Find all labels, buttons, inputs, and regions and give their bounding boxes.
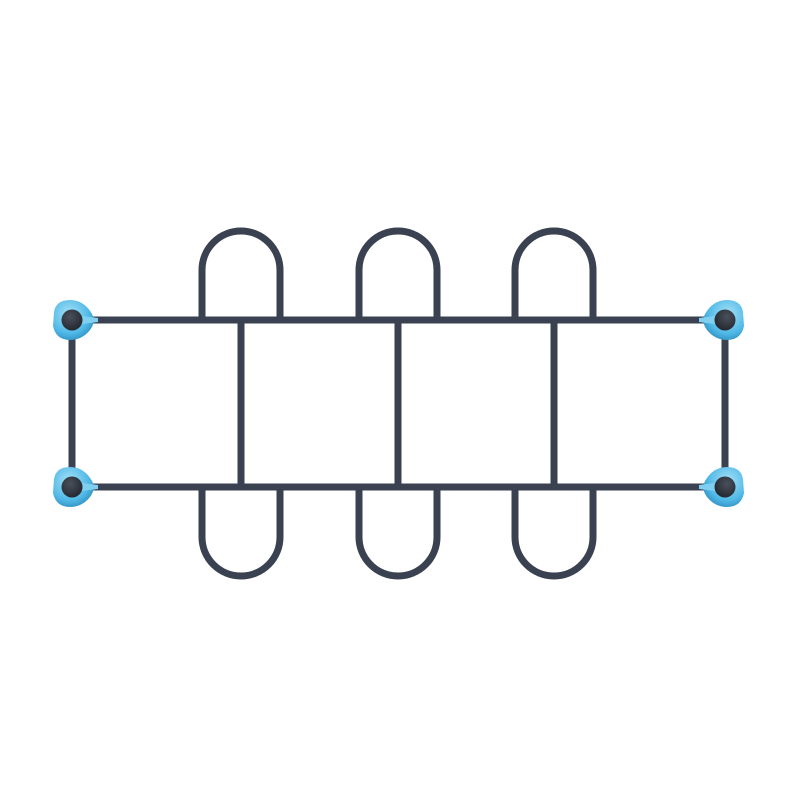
top-hoop-3 [511,227,597,324]
corner-connector-icon [53,300,98,340]
corner-connectors [53,300,744,507]
corner-connector-icon [53,467,98,507]
corner-connector-icon [699,300,744,340]
bottom-hoop-1 [198,483,284,580]
top-hoops [198,227,597,324]
bottom-hoop-2 [355,483,441,580]
bottom-hoops [198,483,597,580]
top-hoop-2 [355,227,441,324]
bottom-hoop-3 [511,483,597,580]
corner-connector-icon [699,467,744,507]
cross-bars [237,316,558,491]
top-hoop-1 [198,227,284,324]
